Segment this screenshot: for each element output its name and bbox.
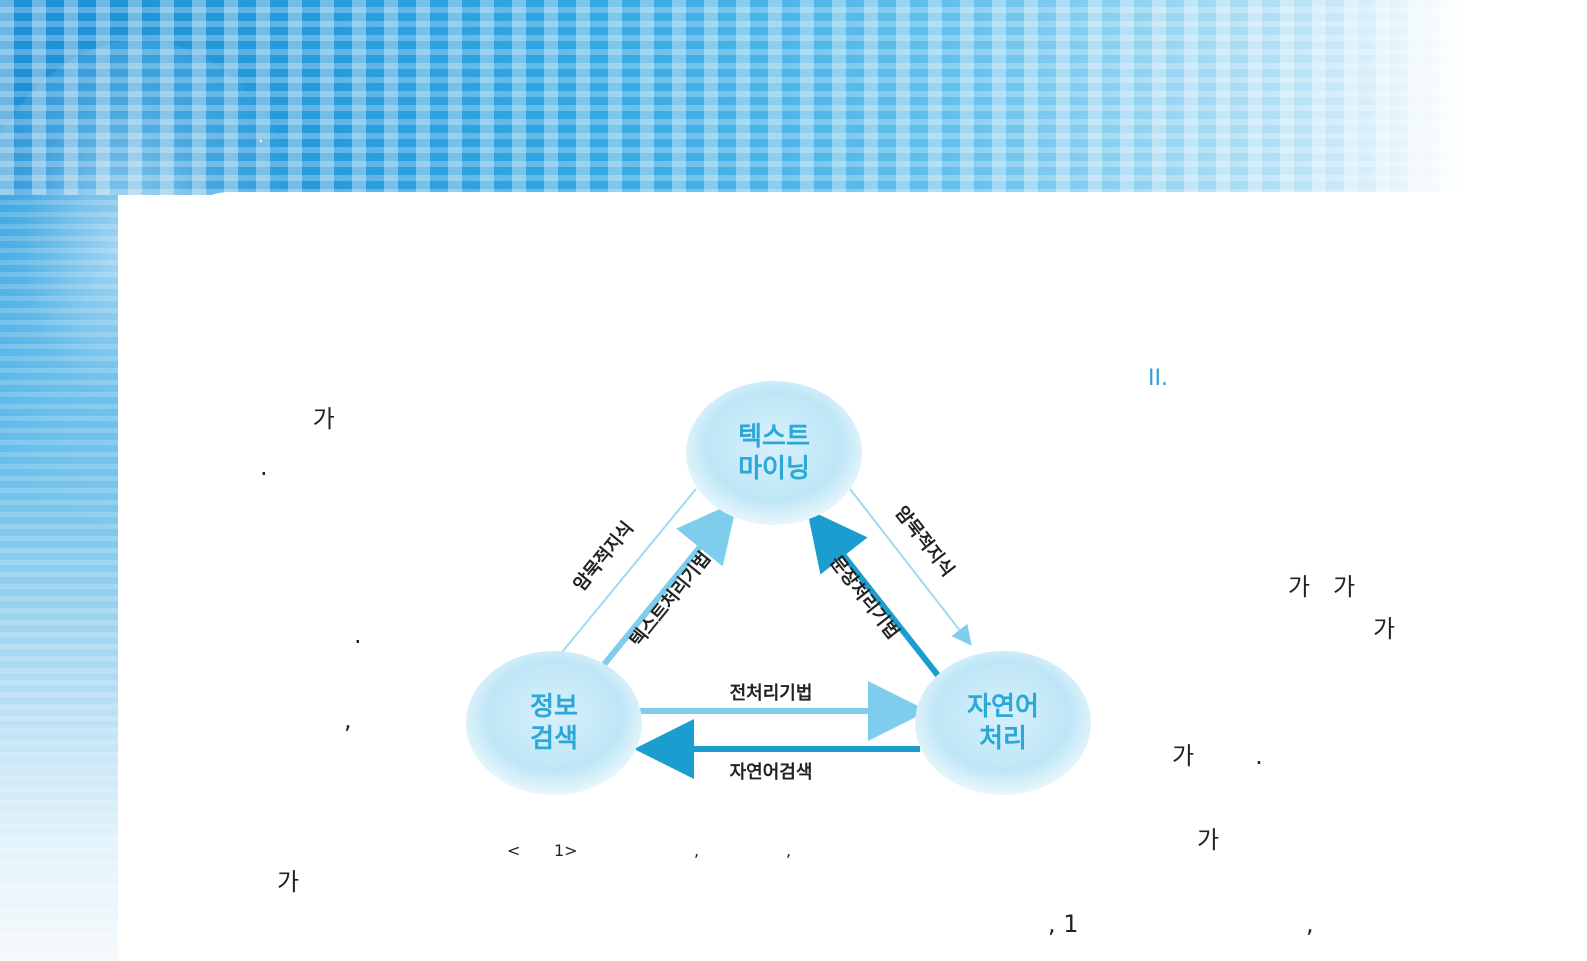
text-mining-diagram: 텍스트 마이닝 정보 검색 자연어 처리 암묵적지식 텍스트처리기법 암묵적지식… xyxy=(466,381,1091,795)
node-left-circle xyxy=(466,651,642,795)
right-text-fragment: , 1 xyxy=(1048,910,1079,938)
node-left-label-1: 정보 xyxy=(530,692,578,722)
edge-label-bottom-bottom: 자연어검색 xyxy=(730,762,813,783)
edge-label-left-inner: 텍스트처리기법 xyxy=(626,548,715,651)
banner-dot: . xyxy=(258,126,264,147)
edge-label-right-outer: 암묵적지식 xyxy=(891,503,959,581)
edge-left-inner-arrow xyxy=(599,501,738,669)
edge-right-outer-arrow xyxy=(849,488,972,646)
left-text-fragment: , xyxy=(344,706,352,734)
figure-caption-part: , xyxy=(786,841,792,860)
right-text-fragment: , xyxy=(1306,910,1314,938)
left-text-fragment: 가 xyxy=(277,868,300,896)
left-text-fragment: 가 xyxy=(305,405,335,433)
node-left-label-2: 검색 xyxy=(530,724,578,754)
edge-label-right-inner: 문장처리기법 xyxy=(825,552,903,643)
edge-left-outer xyxy=(541,488,697,675)
left-text-fragment: . xyxy=(260,453,268,481)
node-right-label-1: 자연어 xyxy=(967,692,1039,722)
edge-right-inner-arrow xyxy=(806,508,943,680)
figure-caption-part: , xyxy=(694,841,700,860)
content-panel xyxy=(118,245,1587,961)
figure-caption-part: < xyxy=(507,841,521,860)
node-top-circle xyxy=(686,381,862,525)
node-right-label-2: 처리 xyxy=(979,724,1027,754)
left-text-fragment: . xyxy=(354,621,362,649)
edge-label-left-outer: 암묵적지식 xyxy=(570,518,638,596)
figure-caption-part: 1> xyxy=(554,841,578,860)
right-text-fragment: 가 가 xyxy=(1288,573,1356,601)
right-text-fragment: 가 xyxy=(1197,826,1220,854)
node-top-label-1: 텍스트 xyxy=(738,422,810,452)
section-heading: II. xyxy=(1148,366,1168,391)
node-right-circle xyxy=(915,651,1091,795)
right-text-fragment: 가 . xyxy=(1172,742,1263,770)
right-text-fragment: 가 xyxy=(1373,615,1396,643)
edge-label-bottom-top: 전처리기법 xyxy=(730,683,813,704)
node-top-label-2: 마이닝 xyxy=(738,454,810,484)
